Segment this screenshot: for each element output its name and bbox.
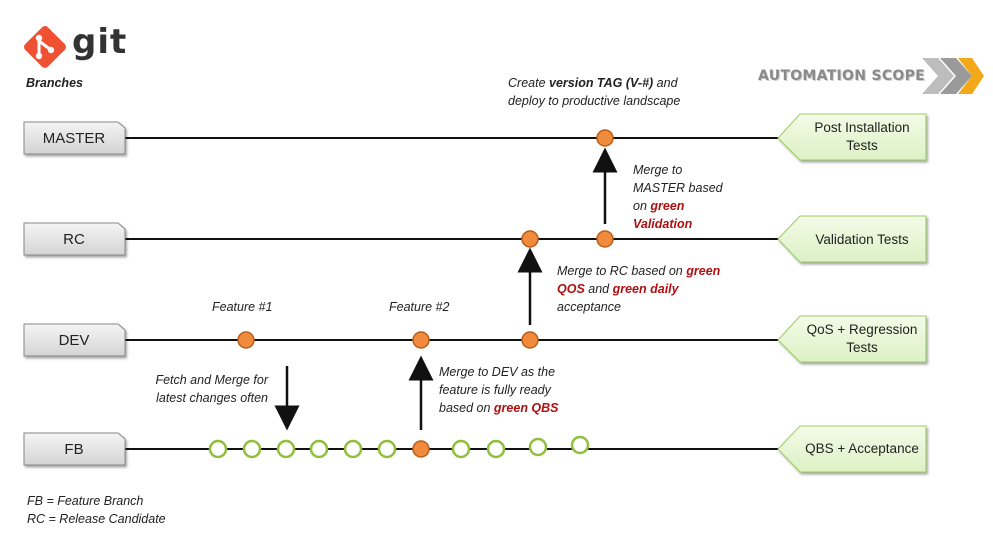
test-callout-dev bbox=[777, 315, 927, 363]
commit-rc-1 bbox=[521, 230, 539, 248]
commit-dev-feature-2 bbox=[412, 331, 430, 349]
commit-fb-open bbox=[486, 439, 506, 459]
legend-rc: RC = Release Candidate bbox=[27, 512, 166, 526]
branch-box-master bbox=[23, 121, 126, 155]
test-label-fb-line1: QBS + Acceptance bbox=[805, 441, 919, 456]
logo-subtitle: Branches bbox=[26, 76, 83, 90]
feature-label-2: Feature #2 bbox=[389, 300, 450, 314]
commit-rc-2 bbox=[596, 230, 614, 248]
commit-fb-open bbox=[528, 437, 548, 457]
git-logo-text: git bbox=[72, 22, 128, 62]
test-label-rc: Validation Tests bbox=[798, 231, 926, 249]
branch-box-fb bbox=[23, 432, 126, 466]
git-logo-icon bbox=[24, 26, 66, 68]
merge-arrows bbox=[274, 147, 618, 431]
test-label-dev-line1: QoS + Regression bbox=[806, 322, 918, 337]
branch-label-master: MASTER bbox=[42, 130, 106, 147]
branch-lines bbox=[125, 137, 778, 450]
note-fetch-merge: Fetch and Merge for latest changes often bbox=[155, 373, 268, 405]
commit-fb-open bbox=[242, 439, 262, 459]
branch-label-dev: DEV bbox=[58, 332, 90, 349]
automation-scope-label: AUTOMATION SCOPE bbox=[758, 68, 926, 84]
legend: FB = Feature Branch RC = Release Candida… bbox=[27, 492, 166, 528]
test-callout-rc bbox=[777, 215, 927, 263]
commit-fb-merged bbox=[412, 440, 430, 458]
test-label-dev-line2: Tests bbox=[846, 340, 878, 355]
test-label-fb: QBS + Acceptance bbox=[798, 440, 926, 458]
branch-box-rc bbox=[23, 222, 126, 256]
legend-fb: FB = Feature Branch bbox=[27, 494, 144, 508]
test-label-rc-line1: Validation Tests bbox=[815, 232, 909, 247]
branch-box-dev bbox=[23, 323, 126, 357]
commit-fb-open bbox=[377, 439, 397, 459]
branch-label-rc: RC bbox=[63, 231, 85, 248]
test-label-master-line1: Post Installation bbox=[814, 120, 910, 135]
chevrons-right-icon bbox=[922, 58, 984, 94]
test-label-master-line2: Tests bbox=[846, 138, 878, 153]
commit-dev-3 bbox=[521, 331, 539, 349]
commit-dev-feature-1 bbox=[237, 331, 255, 349]
commit-fb-open bbox=[451, 439, 471, 459]
note-merge-to-master: Merge to MASTER based on green Validatio… bbox=[633, 163, 723, 231]
feature-label-1: Feature #1 bbox=[212, 300, 273, 314]
commit-fb-open bbox=[276, 439, 296, 459]
note-merge-to-dev: Merge to DEV as the feature is fully rea… bbox=[439, 365, 559, 415]
test-label-master: Post Installation Tests bbox=[798, 119, 926, 155]
commit-fb-open bbox=[309, 439, 329, 459]
test-callout-master bbox=[777, 113, 927, 161]
commit-fb-open bbox=[343, 439, 363, 459]
note-merge-to-rc: Merge to RC based on green QOS and green… bbox=[557, 264, 721, 314]
note-version-tag: Create version TAG (V-#) and deploy to p… bbox=[508, 76, 681, 108]
commits bbox=[208, 129, 614, 459]
commit-master-tag bbox=[596, 129, 614, 147]
commit-fb-open bbox=[570, 435, 590, 455]
branch-label-fb: FB bbox=[64, 441, 84, 458]
test-label-dev: QoS + Regression Tests bbox=[798, 321, 926, 357]
test-callout-fb bbox=[777, 425, 927, 473]
commit-fb-open bbox=[208, 439, 228, 459]
